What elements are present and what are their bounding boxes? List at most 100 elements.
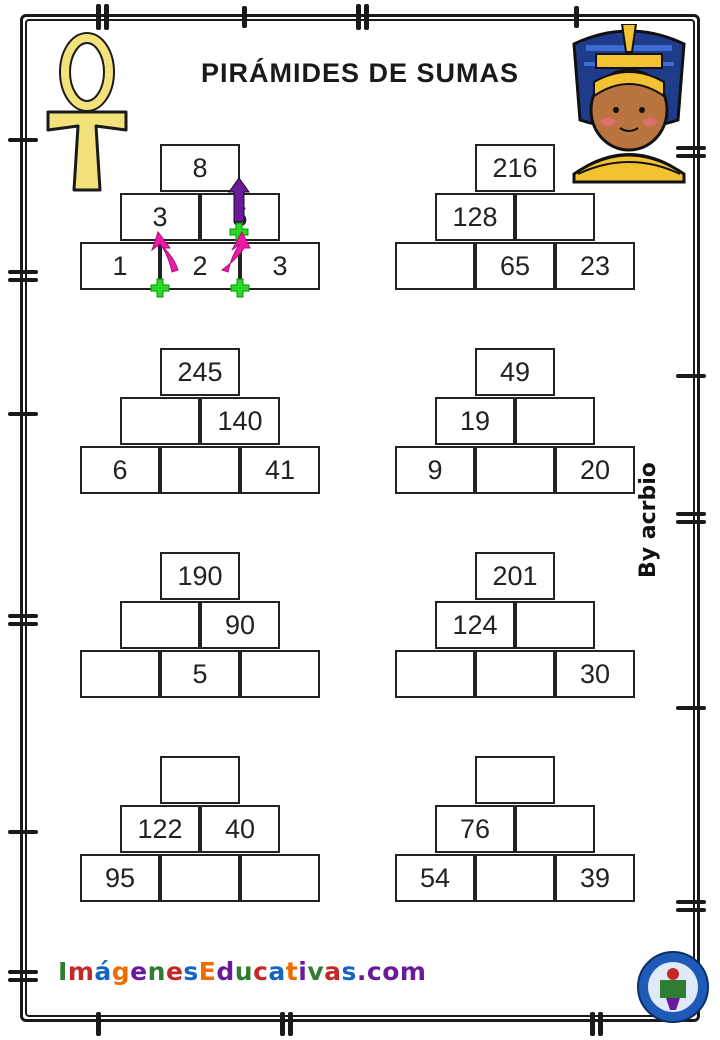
website-logo-char: á: [94, 957, 112, 986]
pyramid-8-bottom-cell-1: 54: [395, 854, 475, 902]
pyramid-1-top-cell-1: 8: [160, 144, 240, 192]
pyramid-3-middle-cell-2: 140: [200, 397, 280, 445]
pyramid-4-bottom-cell-1: 9: [395, 446, 475, 494]
pyramid-8-top-cell-1[interactable]: [475, 756, 555, 804]
border-tick: [8, 830, 38, 834]
pyramid-2-middle-cell-2[interactable]: [515, 193, 595, 241]
pyramid-6-middle-cell-1: 124: [435, 601, 515, 649]
border-tick: [8, 270, 38, 274]
pyramid-7-middle-cell-1: 122: [120, 805, 200, 853]
pyramid-3-bottom-cell-1: 6: [80, 446, 160, 494]
website-logo-char: a: [268, 957, 286, 986]
border-tick: [8, 614, 38, 618]
page-title: PIRÁMIDES DE SUMAS: [200, 58, 520, 88]
website-logo-char: t: [285, 957, 299, 986]
pyramid-8-middle-cell-1: 76: [435, 805, 515, 853]
border-tick: [574, 6, 579, 28]
pyramid-5-middle-cell-1[interactable]: [120, 601, 200, 649]
pyramid-2-bottom-cell-2: 65: [475, 242, 555, 290]
border-tick: [96, 1012, 101, 1036]
border-tick: [676, 146, 706, 150]
website-logo-char: a: [324, 957, 342, 986]
website-logo: ImágenesEducativas.com: [58, 957, 426, 986]
pyramid-8-middle-cell-2[interactable]: [515, 805, 595, 853]
pyramid-3-bottom-cell-3: 41: [240, 446, 320, 494]
border-tick: [8, 278, 38, 282]
pyramid-8-bottom-cell-2[interactable]: [475, 854, 555, 902]
website-logo-char: s: [183, 957, 199, 986]
website-logo-char: m: [67, 957, 95, 986]
pyramid-1-bottom-cell-1: 1: [80, 242, 160, 290]
border-tick: [242, 6, 247, 28]
border-tick: [676, 512, 706, 516]
curved-arrow-icon: [220, 230, 251, 273]
pyramid-6-bottom-cell-2[interactable]: [475, 650, 555, 698]
pyramid-4-middle-cell-1: 19: [435, 397, 515, 445]
border-tick: [288, 1012, 293, 1036]
ankh-icon: [46, 32, 128, 192]
website-logo-char: e: [130, 957, 148, 986]
website-logo-char: s: [341, 957, 357, 986]
border-tick: [8, 970, 38, 974]
border-tick: [8, 978, 38, 982]
website-logo-char: d: [216, 957, 235, 986]
border-tick: [590, 1012, 595, 1036]
border-tick: [8, 622, 38, 626]
pyramid-5-bottom-cell-3[interactable]: [240, 650, 320, 698]
border-tick: [676, 154, 706, 158]
website-logo-char: i: [298, 957, 308, 986]
pyramid-2-top-cell-1: 216: [475, 144, 555, 192]
border-tick: [676, 908, 706, 912]
pyramid-7-bottom-cell-2[interactable]: [160, 854, 240, 902]
border-tick: [8, 138, 38, 142]
border-tick: [676, 374, 706, 378]
border-tick: [676, 900, 706, 904]
pyramid-7-bottom-cell-3[interactable]: [240, 854, 320, 902]
pyramid-6-bottom-cell-1[interactable]: [395, 650, 475, 698]
pyramid-2-middle-cell-1: 128: [435, 193, 515, 241]
border-tick: [676, 520, 706, 524]
website-logo-char: g: [111, 957, 131, 986]
pyramid-2-bottom-cell-1[interactable]: [395, 242, 475, 290]
website-logo-char: v: [307, 957, 325, 986]
pyramid-6-middle-cell-2[interactable]: [515, 601, 595, 649]
pyramid-6-bottom-cell-3: 30: [555, 650, 635, 698]
border-tick: [8, 412, 38, 416]
pyramid-4-middle-cell-2[interactable]: [515, 397, 595, 445]
pyramid-6-top-cell-1: 201: [475, 552, 555, 600]
pharaoh-icon: [572, 24, 686, 184]
pyramid-7-top-cell-1[interactable]: [160, 756, 240, 804]
border-tick: [676, 706, 706, 710]
pyramid-5-bottom-cell-2: 5: [160, 650, 240, 698]
pyramid-2-bottom-cell-3: 23: [555, 242, 635, 290]
pyramid-5-top-cell-1: 190: [160, 552, 240, 600]
pyramid-1-middle-cell-1: 3: [120, 193, 200, 241]
pyramid-4-top-cell-1: 49: [475, 348, 555, 396]
pyramid-3-bottom-cell-2[interactable]: [160, 446, 240, 494]
website-logo-char: e: [165, 957, 184, 986]
pyramid-7-middle-cell-2: 40: [200, 805, 280, 853]
pyramid-5-middle-cell-2: 90: [200, 601, 280, 649]
pyramid-4-bottom-cell-2[interactable]: [475, 446, 555, 494]
curved-arrow-icon: [151, 230, 179, 273]
up-arrow-icon: [228, 177, 250, 223]
pyramid-5-bottom-cell-1[interactable]: [80, 650, 160, 698]
border-tick: [280, 1012, 285, 1036]
website-logo-char: u: [234, 957, 254, 986]
website-logo-char: I: [58, 957, 68, 986]
byline-text: By acrbio: [636, 462, 661, 578]
pyramid-7-bottom-cell-1: 95: [80, 854, 160, 902]
border-tick: [364, 4, 369, 30]
plus-icon: [150, 278, 170, 298]
border-tick: [356, 4, 361, 30]
website-logo-char: E: [198, 957, 217, 986]
pyramid-4-bottom-cell-3: 20: [555, 446, 635, 494]
website-logo-char: .com: [356, 957, 427, 986]
pyramid-8-bottom-cell-3: 39: [555, 854, 635, 902]
border-tick: [598, 1012, 603, 1036]
website-logo-char: n: [147, 957, 166, 986]
border-tick: [104, 4, 109, 30]
pyramid-3-middle-cell-1[interactable]: [120, 397, 200, 445]
website-logo-char: c: [253, 957, 269, 986]
